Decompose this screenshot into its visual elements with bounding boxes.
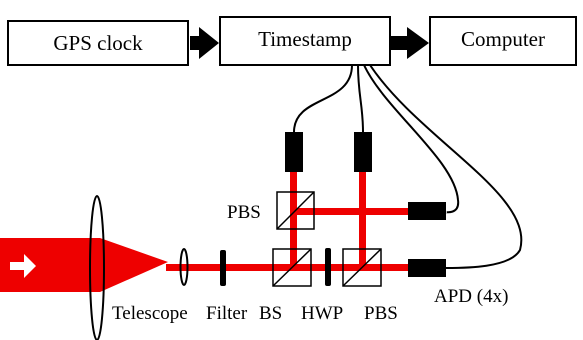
apd-detector-2: [354, 132, 372, 172]
cable-mid-right: [363, 64, 460, 214]
bs-label: BS: [259, 303, 282, 324]
hwp-label: HWP: [301, 303, 343, 324]
timestamp-box: Timestamp: [219, 16, 391, 66]
pbs-bottom-cube: [342, 248, 382, 287]
timestamp-label: Timestamp: [258, 27, 352, 51]
cable-top-right: [357, 64, 364, 133]
telescope-lens-large: [89, 195, 105, 340]
apd-label: APD (4x): [434, 286, 508, 307]
beam-path: [166, 165, 414, 271]
bs-cube: [272, 248, 312, 287]
detector-cables: [293, 64, 523, 269]
apd-detector-4: [408, 259, 446, 277]
telescope-label: Telescope: [112, 303, 188, 324]
pbs-top-label: PBS: [227, 202, 261, 223]
filter-label: Filter: [206, 303, 248, 324]
pbs-top-cube: [276, 191, 315, 230]
apd-detector-1: [285, 132, 303, 172]
apd-detector-3: [408, 202, 446, 220]
gps-clock-label: GPS clock: [53, 31, 143, 55]
computer-label: Computer: [461, 27, 545, 51]
filter-plate: [220, 250, 226, 286]
gps-clock-box: GPS clock: [7, 20, 189, 66]
cable-top-left: [293, 64, 353, 133]
input-arrow-icon: [10, 254, 36, 278]
input-beam: [0, 238, 168, 292]
arrow-timestamp-to-computer: [390, 27, 429, 59]
arrow-gps-to-timestamp: [190, 27, 219, 59]
pbs-bottom-label: PBS: [364, 303, 398, 324]
hwp-plate: [325, 248, 331, 286]
cable-bottom-right: [369, 64, 523, 269]
computer-box: Computer: [429, 16, 577, 66]
telescope-lens-small: [179, 248, 189, 286]
